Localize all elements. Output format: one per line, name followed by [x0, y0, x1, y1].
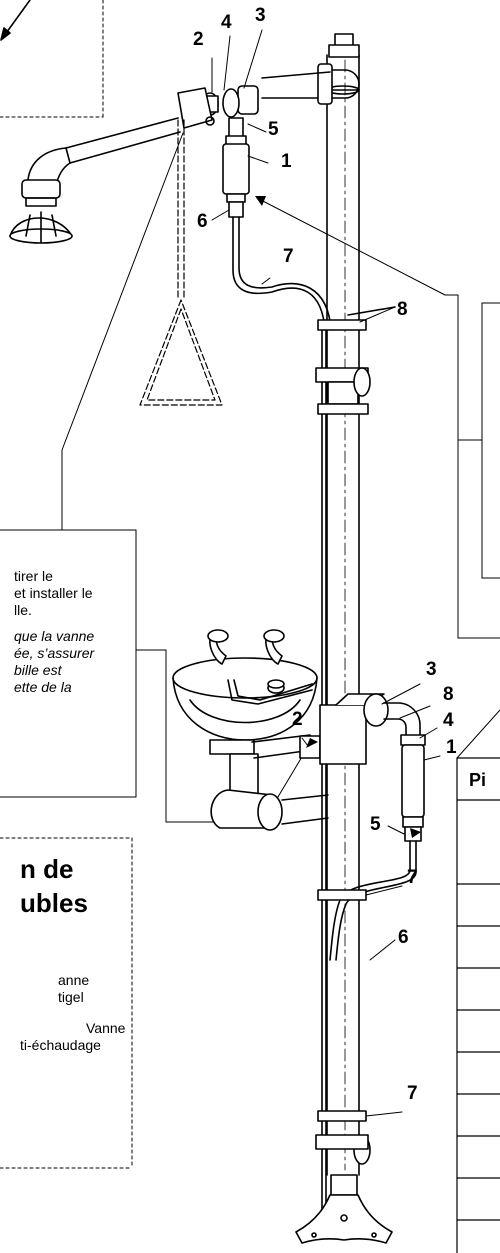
note-line-6: bille est	[14, 662, 62, 678]
callout-5-bottom: 5	[370, 814, 381, 835]
callout-3-bottom: 3	[426, 659, 437, 680]
note-line-2: et installer le	[14, 585, 93, 601]
note-line-5: ée, s’assurer	[14, 645, 95, 661]
top-left-dashed-box	[0, 0, 104, 118]
pull-handle	[139, 119, 223, 406]
eyewash-bowl	[172, 629, 318, 741]
parts-table-header: Pi	[469, 770, 487, 790]
parts-table	[456, 757, 500, 1253]
arrow-lower	[410, 828, 421, 838]
left-box-title-1: n de	[20, 854, 74, 884]
callout-7-top: 7	[283, 246, 294, 267]
callout-7a-bottom: 7	[407, 867, 418, 888]
callout-4-top: 4	[221, 12, 232, 33]
leader-lines	[61, 132, 500, 823]
callout-8-bottom: 8	[443, 684, 454, 705]
left-box-title-2: ubles	[20, 888, 88, 918]
base-foot	[295, 1174, 393, 1244]
arrow-bowl	[306, 738, 318, 748]
lower-valve-assembly	[251, 693, 426, 961]
left-note-box	[0, 529, 137, 798]
callout-1-top: 1	[281, 151, 292, 172]
left-box-text-2: tigel	[58, 989, 84, 1005]
left-box-text-3: Vanne	[86, 1020, 126, 1036]
callout-8-top: 8	[397, 299, 408, 320]
mid-clamp	[315, 306, 396, 415]
callout-7b-bottom: 7	[407, 1083, 418, 1104]
callout-4-bottom: 4	[443, 710, 454, 731]
arrow-upper	[255, 196, 266, 206]
left-box-text-4: ti-échaudage	[20, 1037, 101, 1053]
note-line-1: tirer le	[14, 568, 53, 584]
callout-2-bottom: 2	[292, 709, 303, 730]
upper-valve-assembly	[222, 117, 332, 331]
shower-head	[9, 147, 73, 244]
main-vertical-pipe	[321, 33, 360, 1211]
right-note-box	[481, 302, 500, 579]
note-line-3: lle.	[14, 602, 32, 618]
top-left-arrow	[0, 0, 31, 41]
callout-leaders	[211, 29, 441, 1117]
eyewash-drain	[209, 739, 329, 831]
left-dashed-box	[0, 837, 133, 1169]
note-line-4: que la vanne	[14, 628, 95, 644]
callout-2-top: 2	[193, 29, 204, 50]
callout-6-top: 6	[197, 211, 208, 232]
callout-6-bottom: 6	[398, 927, 409, 948]
callout-1-bottom: 1	[446, 737, 457, 758]
lower-clamps	[315, 889, 371, 1165]
shower-arm	[65, 63, 360, 164]
callout-5-top: 5	[268, 119, 279, 140]
left-box-text-1: anne	[58, 972, 90, 988]
note-line-7: ette de la	[14, 679, 72, 695]
callout-3-top: 3	[255, 5, 266, 26]
